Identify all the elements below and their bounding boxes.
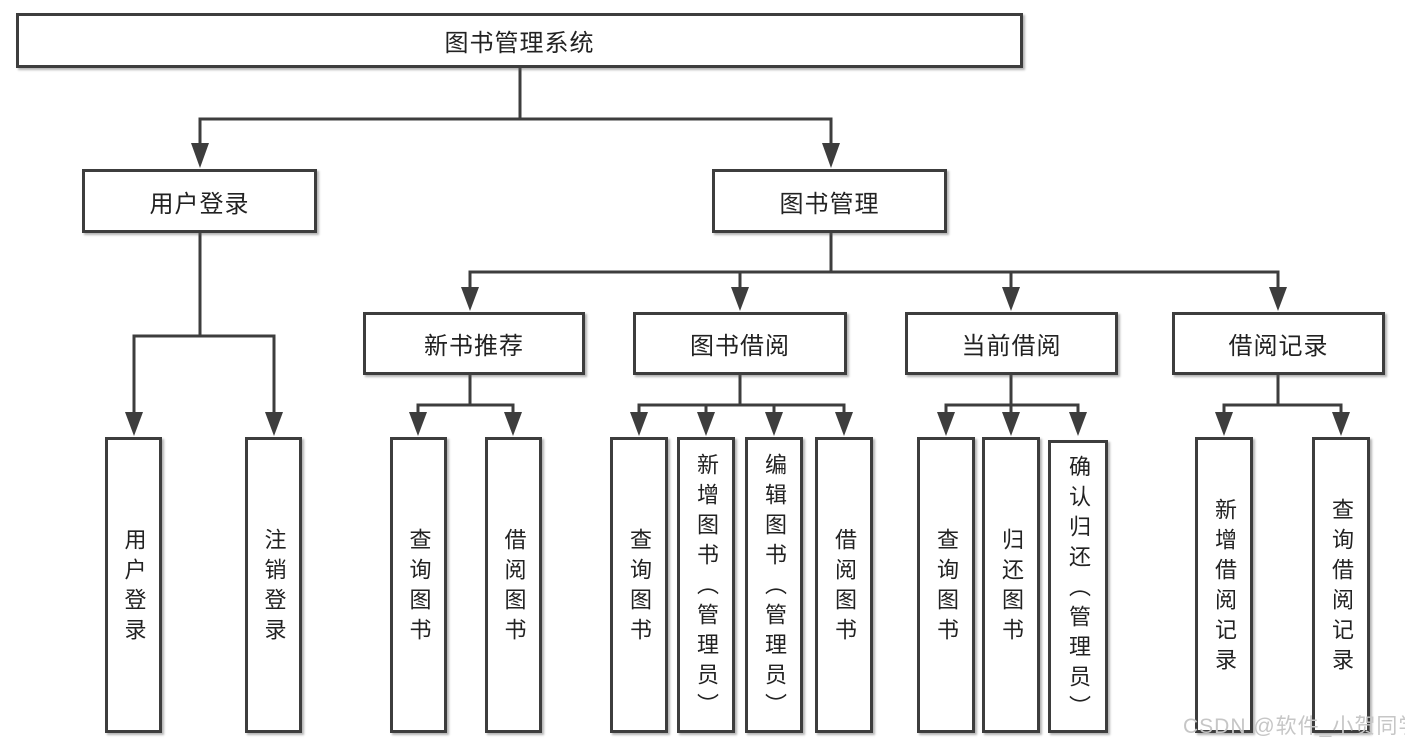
node-book-borrowing: 图书借阅 — [633, 312, 847, 375]
leaf-confirm-return-admin: 确认归还（管理员） — [1048, 440, 1108, 733]
node-new-book-recommendation: 新书推荐 — [363, 312, 585, 375]
node-book-management: 图书管理 — [712, 169, 947, 233]
leaf-add-books-admin: 新增图书（管理员） — [677, 437, 735, 733]
node-borrowing-records: 借阅记录 — [1172, 312, 1385, 375]
node-root-library-system: 图书管理系统 — [16, 13, 1023, 68]
leaf-query-borrow-record: 查询借阅记录 — [1312, 437, 1370, 733]
node-user-login: 用户登录 — [82, 169, 317, 233]
csdn-watermark: CSDN @软件_小贺同学 — [1183, 715, 1405, 738]
leaf-borrow-books-recommend: 借阅图书 — [485, 437, 542, 733]
leaf-query-books-recommend: 查询图书 — [390, 437, 447, 733]
arrowheads — [125, 143, 1350, 436]
leaf-query-books-borrow: 查询图书 — [610, 437, 668, 733]
leaf-return-books: 归还图书 — [982, 437, 1040, 733]
node-current-borrowing: 当前借阅 — [905, 312, 1118, 375]
leaf-logout: 注销登录 — [245, 437, 302, 733]
leaf-user-login: 用户登录 — [105, 437, 162, 733]
leaf-edit-books-admin: 编辑图书（管理员） — [745, 437, 803, 733]
leaf-add-borrow-record: 新增借阅记录 — [1195, 437, 1253, 733]
leaf-query-books-current: 查询图书 — [917, 437, 975, 733]
leaf-borrow-books: 借阅图书 — [815, 437, 873, 733]
